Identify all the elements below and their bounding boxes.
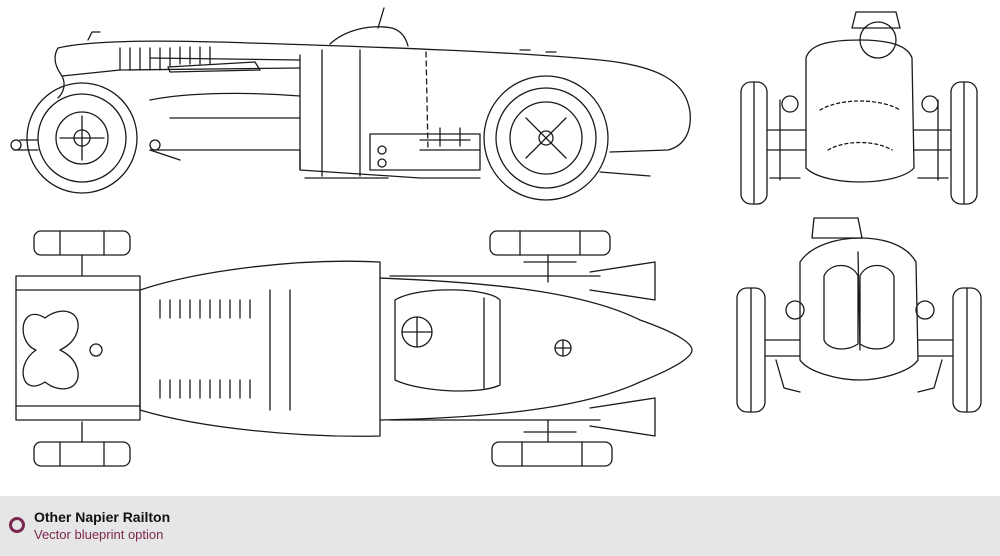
circle-ring-icon [9, 517, 25, 533]
footer-bar: Other Napier Railton Vector blueprint op… [0, 496, 1000, 556]
rear-view [737, 218, 981, 412]
blueprint-title[interactable]: Other Napier Railton [34, 509, 171, 525]
top-view [16, 231, 692, 466]
side-view [11, 8, 690, 200]
blueprint-drawing [0, 0, 1000, 496]
blueprint-subtitle[interactable]: Vector blueprint option [34, 527, 164, 542]
front-view [741, 12, 977, 204]
